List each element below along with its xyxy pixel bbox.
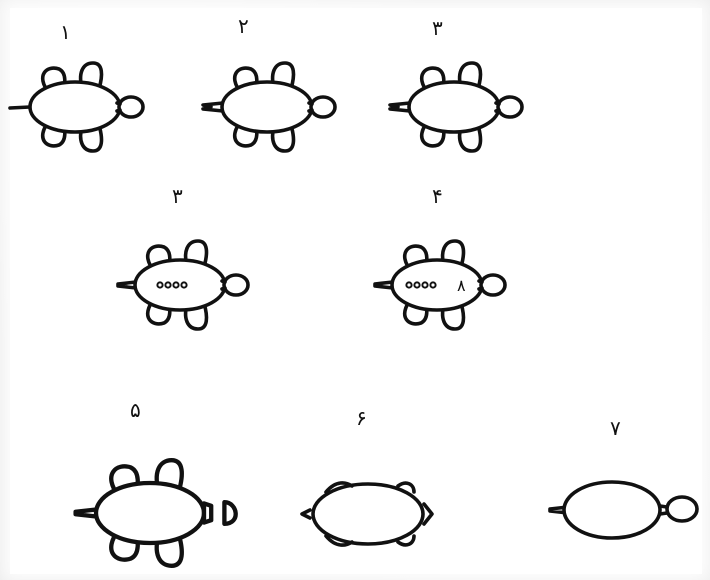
figure-label-3-middle: ۳ (172, 186, 183, 206)
turtle-figure-5 (76, 460, 236, 566)
turtle-figure-3-middle (118, 241, 248, 329)
turtle-figure-2 (203, 63, 335, 151)
figure-label-2: ۲ (238, 16, 249, 36)
figure-label-1: ۱ (60, 22, 71, 42)
figure-label-4: ۴ (432, 186, 443, 206)
turtle-figure-1 (10, 63, 143, 151)
turtle-figure-6 (302, 483, 432, 545)
turtle-figure-4: ۸ (375, 241, 505, 329)
turtle-figure-7 (550, 482, 697, 538)
figure-4-glyph: ۸ (457, 276, 466, 295)
figure-label-3-top: ۳ (432, 18, 443, 38)
figure-label-7: ۷ (610, 418, 621, 438)
turtle-figure-3-top (390, 63, 522, 151)
figure-label-6: ۶ (356, 408, 367, 428)
figure-label-5: ۵ (130, 400, 141, 420)
